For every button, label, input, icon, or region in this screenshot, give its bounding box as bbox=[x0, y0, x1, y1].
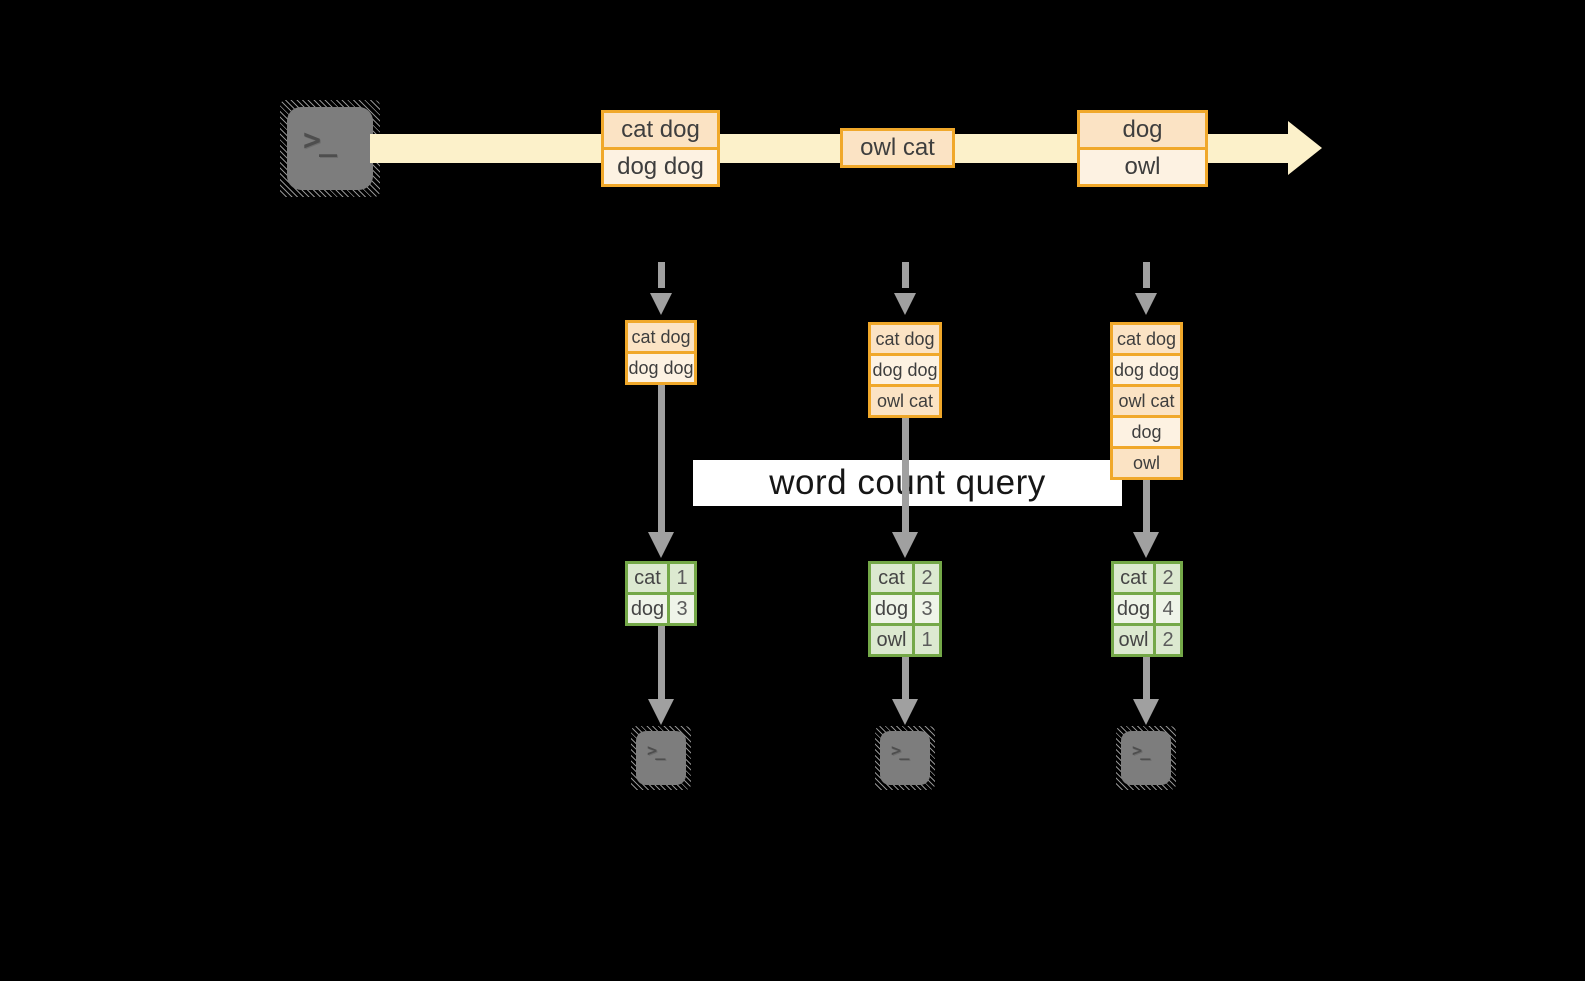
terminal-prompt-glyph: >_ bbox=[303, 123, 337, 158]
terminal-icon: >_ bbox=[1116, 726, 1176, 790]
connector-arrowhead-icon bbox=[892, 699, 918, 725]
connector-line bbox=[902, 418, 909, 532]
stream-event-box: owl cat bbox=[840, 128, 955, 168]
window-buffer: cat dog dog dog owl cat bbox=[868, 322, 942, 418]
terminal-icon: >_ bbox=[280, 100, 380, 197]
connector-arrowhead-icon bbox=[1133, 699, 1159, 725]
connector-arrowhead-icon bbox=[648, 699, 674, 725]
connector-line bbox=[658, 625, 665, 699]
count-cell: 3 bbox=[670, 595, 694, 623]
connector-arrowhead-icon bbox=[892, 532, 918, 558]
terminal-screen: >_ bbox=[287, 107, 373, 190]
count-cell: 1 bbox=[670, 564, 694, 592]
ingest-arrowhead-icon bbox=[650, 293, 672, 315]
word-cell: dog bbox=[1114, 595, 1153, 623]
count-cell: 4 bbox=[1156, 595, 1180, 623]
terminal-screen: >_ bbox=[1121, 731, 1171, 785]
connector-line bbox=[658, 382, 665, 532]
ingest-arrow-dash bbox=[902, 262, 909, 288]
count-cell: 3 bbox=[915, 595, 939, 623]
word-cell: cat bbox=[1114, 564, 1153, 592]
word-cell: dog bbox=[871, 595, 912, 623]
count-cell: 1 bbox=[915, 626, 939, 654]
window-row: cat dog bbox=[871, 325, 939, 353]
stream-event-line: owl cat bbox=[843, 131, 952, 165]
window-buffer: cat dog dog dog owl cat dog owl bbox=[1110, 322, 1183, 480]
connector-line bbox=[902, 657, 909, 699]
window-row: cat dog bbox=[628, 323, 694, 351]
ingest-arrowhead-icon bbox=[894, 293, 916, 315]
connector-line bbox=[1143, 480, 1150, 532]
ingest-arrow-dash bbox=[1143, 262, 1150, 288]
window-row: owl cat bbox=[1113, 387, 1180, 415]
word-cell: cat bbox=[871, 564, 912, 592]
terminal-icon: >_ bbox=[631, 726, 691, 790]
window-row: dog dog bbox=[628, 354, 694, 382]
stream-arrowhead-icon bbox=[1288, 121, 1322, 175]
count-cell: 2 bbox=[1156, 626, 1180, 654]
stream-event-box: cat dog dog dog bbox=[601, 110, 720, 187]
count-cell: 2 bbox=[915, 564, 939, 592]
stream-event-line: dog dog bbox=[604, 150, 717, 184]
ingest-arrowhead-icon bbox=[1135, 293, 1157, 315]
word-cell: cat bbox=[628, 564, 667, 592]
count-cell: 2 bbox=[1156, 564, 1180, 592]
terminal-screen: >_ bbox=[636, 731, 686, 785]
stream-event-line: cat dog bbox=[604, 113, 717, 147]
terminal-icon: >_ bbox=[875, 726, 935, 790]
word-cell: owl bbox=[871, 626, 912, 654]
terminal-screen: >_ bbox=[880, 731, 930, 785]
window-row: owl cat bbox=[871, 387, 939, 415]
window-row: owl bbox=[1113, 449, 1180, 477]
connector-arrowhead-icon bbox=[648, 532, 674, 558]
window-row: dog dog bbox=[1113, 356, 1180, 384]
stream-event-line: dog bbox=[1080, 113, 1205, 147]
stream-event-line: owl bbox=[1080, 150, 1205, 184]
connector-line bbox=[1143, 657, 1150, 699]
connector-arrowhead-icon bbox=[1133, 532, 1159, 558]
terminal-prompt-glyph: >_ bbox=[891, 741, 910, 761]
word-count-table: cat 1 dog 3 bbox=[625, 561, 697, 626]
window-row: dog dog bbox=[871, 356, 939, 384]
word-count-table: cat 2 dog 3 owl 1 bbox=[868, 561, 942, 657]
terminal-prompt-glyph: >_ bbox=[1132, 741, 1151, 761]
word-cell: dog bbox=[628, 595, 667, 623]
terminal-prompt-glyph: >_ bbox=[647, 741, 666, 761]
ingest-arrow-dash bbox=[658, 262, 665, 288]
window-row: cat dog bbox=[1113, 325, 1180, 353]
window-row: dog bbox=[1113, 418, 1180, 446]
word-count-table: cat 2 dog 4 owl 2 bbox=[1111, 561, 1183, 657]
window-buffer: cat dog dog dog bbox=[625, 320, 697, 385]
word-cell: owl bbox=[1114, 626, 1153, 654]
stream-event-box: dog owl bbox=[1077, 110, 1208, 187]
